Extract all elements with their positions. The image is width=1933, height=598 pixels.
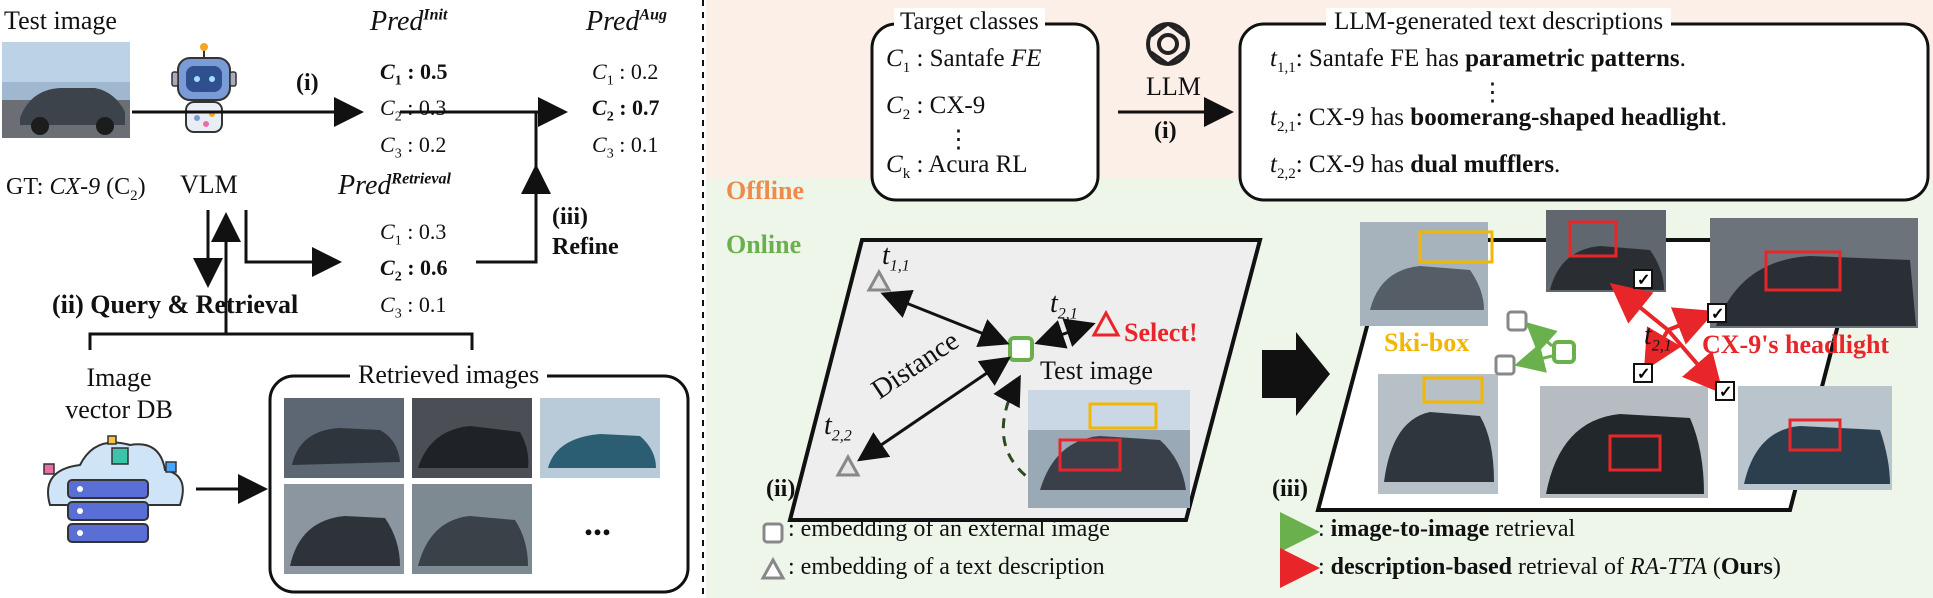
retrieved-car-images	[1360, 210, 1918, 498]
legend-text-description: : embedding of a text description	[788, 554, 1105, 580]
pred-aug-title: PredAug	[586, 6, 667, 37]
retrieved-images-title: Retrieved images	[350, 360, 548, 390]
class-item: C1 : Santafe FE	[886, 45, 1042, 76]
online-test-image	[1028, 390, 1190, 508]
more-images-ellipsis: ...	[584, 503, 611, 543]
legend-square-icon	[762, 522, 784, 544]
target-classes-title: Target classes	[894, 8, 1045, 36]
class-item: Ck : Acura RL	[886, 151, 1028, 182]
retrieved-image-thumbs	[284, 398, 660, 574]
step-i-offline: (i)	[1154, 118, 1177, 144]
pred-retrieval-list: C1 : 0.3 C2 : 0.6 C3 : 0.1	[380, 218, 448, 327]
text-embedding-t22	[835, 453, 861, 477]
llm-label: LLM	[1146, 72, 1201, 101]
pred-row: C2 : 0.7	[592, 95, 660, 125]
vector-database-icon	[43, 435, 184, 543]
pred-init-list: C1 : 0.5 C2 : 0.3 C3 : 0.2	[380, 58, 448, 167]
pred-row: C1 : 0.5	[380, 59, 448, 89]
pred-row: C3 : 0.1	[592, 131, 659, 162]
pred-row: C3 : 0.1	[380, 291, 447, 322]
pred-init-title: PredInit	[370, 6, 448, 37]
test-image-label: Test image	[4, 6, 117, 35]
t21-right-label: t2,1	[1644, 320, 1672, 355]
ski-box-highlight	[1088, 402, 1158, 430]
description-item: t2,1: CX-9 has boomerang-shaped headligh…	[1270, 104, 1728, 135]
robot-icon	[171, 43, 237, 133]
pred-row: C2 : 0.6	[380, 255, 448, 285]
legend-external-image: : embedding of an external image	[788, 516, 1110, 542]
t22-label: t2,2	[824, 410, 852, 445]
descriptions-list: t1,1: Santafe FE has parametric patterns…	[1270, 40, 1727, 193]
offline-label: Offline	[726, 176, 804, 205]
t21-label: t2,1	[1050, 288, 1078, 323]
description-item: t2,2: CX-9 has dual mufflers.	[1270, 151, 1561, 182]
llm-icon	[1146, 22, 1190, 66]
legend-image-to-image: : image-to-image retrieval	[1318, 516, 1576, 542]
test-image-embedding	[1008, 336, 1034, 362]
big-arrow	[1262, 332, 1330, 416]
text-embedding-t21	[1091, 309, 1121, 337]
headlight-highlight	[1058, 438, 1122, 472]
svg-text:✓: ✓	[1711, 306, 1724, 323]
descriptions-title: LLM-generated text descriptions	[1326, 8, 1672, 36]
select-label: Select!	[1124, 318, 1198, 347]
check-icons: ✓ ✓ ✓ ✓	[1633, 269, 1735, 401]
refine-label: (iii)Refine	[552, 204, 619, 260]
pred-row: C1 : 0.2	[592, 59, 659, 89]
svg-text:✓: ✓	[1719, 384, 1732, 401]
pred-aug-list: C1 : 0.2 C2 : 0.7 C3 : 0.1	[592, 58, 660, 167]
ski-box-label: Ski-box	[1384, 328, 1470, 357]
pred-row: C3 : 0.2	[380, 131, 447, 162]
step-i-left: (i)	[296, 70, 319, 96]
legend-triangle-icon	[760, 556, 786, 580]
text-embedding-t11	[866, 268, 892, 292]
pred-row: C2 : 0.3	[380, 95, 447, 125]
description-item: t1,1: Santafe FE has parametric patterns…	[1270, 45, 1686, 76]
t11-label: t1,1	[882, 240, 910, 275]
vlm-label: VLM	[180, 170, 238, 199]
online-label: Online	[726, 230, 802, 259]
class-item: C2 : CX-9	[886, 92, 986, 123]
query-retrieval-label: (ii) Query & Retrieval	[52, 290, 299, 319]
test-image-thumb	[2, 42, 130, 138]
online-test-image-label: Test image	[1040, 356, 1153, 385]
step-iii-label: (iii)	[1272, 476, 1308, 502]
svg-text:✓: ✓	[1637, 272, 1650, 289]
svg-text:✓: ✓	[1637, 366, 1650, 383]
pred-row: C1 : 0.3	[380, 219, 447, 249]
headlight-label: CX-9's headlight	[1702, 330, 1890, 359]
pred-retrieval-title: PredRetrieval	[338, 170, 451, 201]
ground-truth-label: GT: CX-9 (C2)	[6, 174, 146, 204]
step-ii-label: (ii)	[766, 476, 796, 502]
legend-description-based: : description-based retrieval of RA-TTA …	[1318, 554, 1781, 580]
